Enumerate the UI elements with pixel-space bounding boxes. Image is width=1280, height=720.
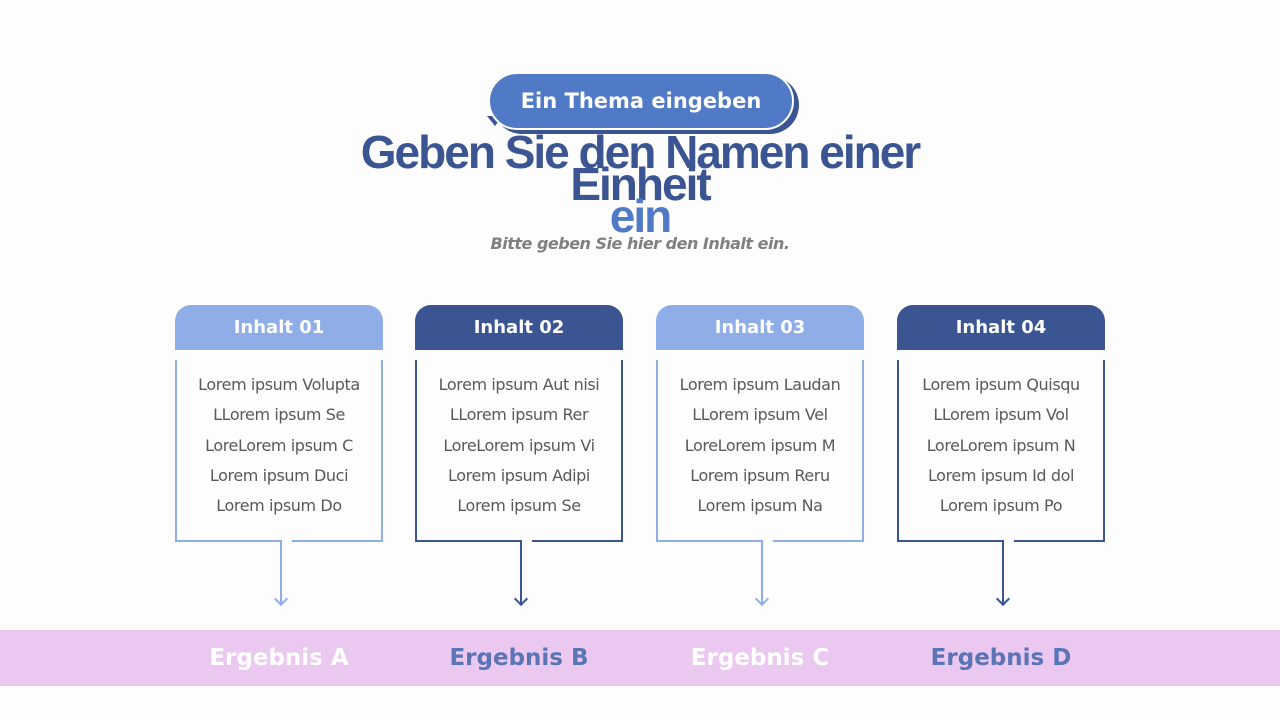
card-title-4: Inhalt 04 [955, 317, 1047, 338]
connector-gap-3 [763, 537, 773, 545]
arrow-line-1 [280, 542, 282, 604]
list-item: LLorem ipsum Vel [692, 405, 828, 425]
list-item: Lorem ipsum Aut nisi [438, 375, 600, 394]
card-list-3: Lorem ipsum Laudan LLorem ipsum Vel Lore… [658, 360, 862, 521]
result-d: Ergebnis D [930, 645, 1072, 671]
card-header-2: Inhalt 02 [415, 305, 623, 350]
list-item: Lorem ipsum Reru [690, 465, 830, 485]
list-item: LoreLorem ipsum C [205, 435, 353, 455]
result-c: Ergebnis C [690, 645, 830, 671]
list-item: Lorem ipsum Po [939, 496, 1063, 516]
results-band [0, 630, 1280, 686]
list-item: Lorem ipsum Do [216, 496, 342, 516]
topic-badge: Ein Thema eingeben [488, 72, 794, 130]
card-list-1: Lorem ipsum Volupta LLorem ipsum Se Lore… [177, 360, 381, 521]
list-item: Lorem ipsum Se [457, 496, 581, 516]
card-body-2: Lorem ipsum Aut nisi LLorem ipsum Rer Lo… [415, 360, 623, 542]
result-b: Ergebnis B [449, 645, 589, 671]
card-body-4: Lorem ipsum Quisqu LLorem ipsum Vol Lore… [897, 360, 1105, 542]
list-item: LoreLorem ipsum Vi [443, 435, 595, 455]
card-title-1: Inhalt 01 [233, 317, 325, 338]
card-list-2: Lorem ipsum Aut nisi LLorem ipsum Rer Lo… [417, 360, 621, 521]
title-line-2: Einheit [570, 158, 711, 210]
card-body-3: Lorem ipsum Laudan LLorem ipsum Vel Lore… [656, 360, 864, 542]
list-item: Lorem ipsum Laudan [679, 375, 841, 394]
list-item: LLorem ipsum Vol [933, 405, 1069, 425]
card-body-1: Lorem ipsum Volupta LLorem ipsum Se Lore… [175, 360, 383, 542]
list-item: LLorem ipsum Rer [449, 405, 589, 425]
card-header-3: Inhalt 03 [656, 305, 864, 350]
card-title-2: Inhalt 02 [473, 317, 565, 338]
page-title: Geben Sie den Namen einer Einheit ein [300, 126, 980, 242]
list-item: Lorem ipsum Duci [209, 465, 349, 485]
list-item: Lorem ipsum Quisqu [922, 375, 1080, 394]
result-a: Ergebnis A [209, 645, 349, 671]
card-list-4: Lorem ipsum Quisqu LLorem ipsum Vol Lore… [899, 360, 1103, 521]
list-item: Lorem ipsum Na [697, 496, 823, 516]
arrow-line-4 [1002, 542, 1004, 604]
card-header-4: Inhalt 04 [897, 305, 1105, 350]
arrow-down-icon [273, 591, 289, 607]
arrow-down-icon [754, 591, 770, 607]
list-item: Lorem ipsum Volupta [198, 375, 360, 394]
connector-gap-2 [522, 537, 532, 545]
card-header-1: Inhalt 01 [175, 305, 383, 350]
subtitle: Bitte geben Sie hier den Inhalt ein. [490, 234, 790, 253]
list-item: Lorem ipsum Id dol [927, 465, 1075, 485]
list-item: Lorem ipsum Adipi [448, 465, 590, 485]
list-item: LoreLorem ipsum M [684, 435, 836, 455]
arrow-down-icon [995, 591, 1011, 607]
arrow-line-2 [520, 542, 522, 604]
title-line-3: ein [609, 190, 672, 242]
list-item: LLorem ipsum Se [213, 405, 345, 425]
connector-gap-1 [282, 537, 292, 545]
arrow-down-icon [513, 591, 529, 607]
connector-gap-4 [1004, 537, 1014, 545]
card-title-3: Inhalt 03 [714, 317, 806, 338]
topic-badge-label: Ein Thema eingeben [520, 89, 762, 113]
arrow-line-3 [761, 542, 763, 604]
list-item: LoreLorem ipsum N [926, 435, 1076, 455]
title-line-1: Geben Sie den Namen einer [360, 126, 921, 178]
